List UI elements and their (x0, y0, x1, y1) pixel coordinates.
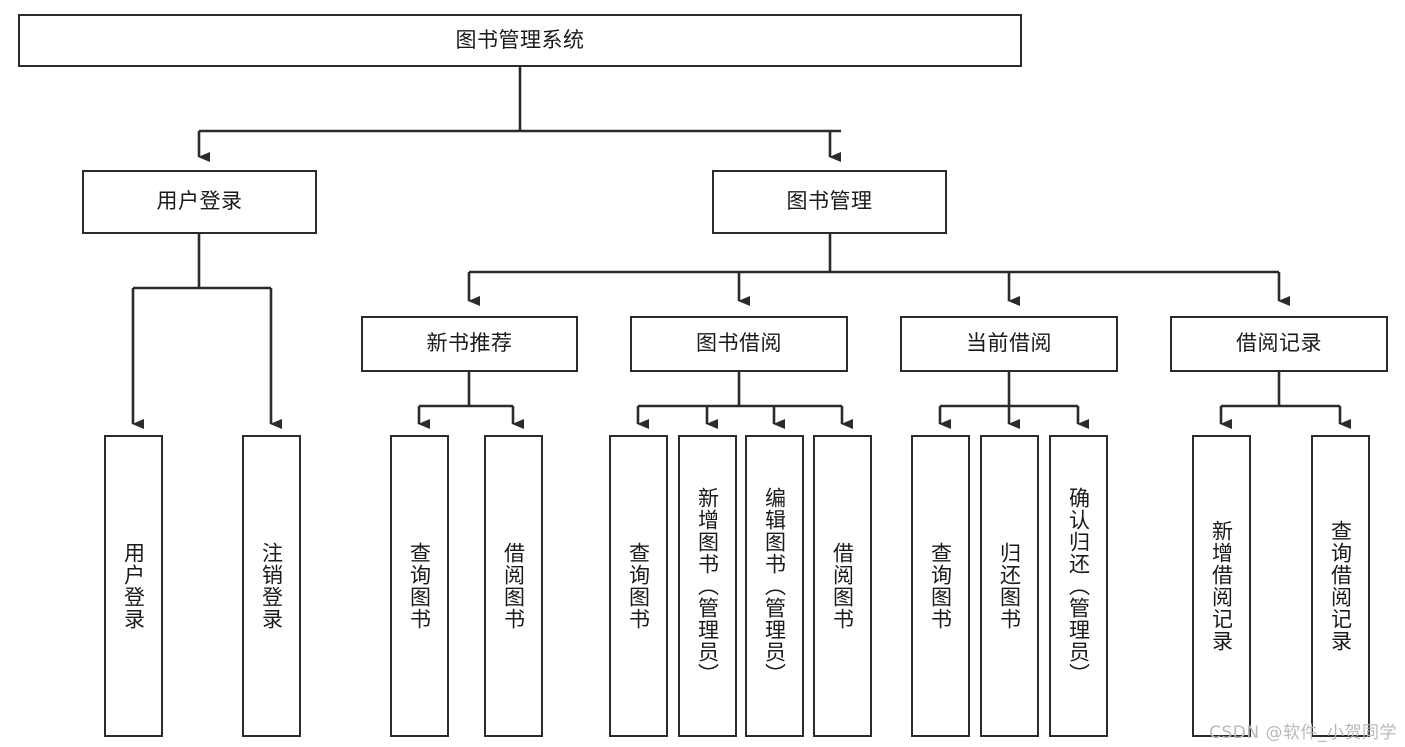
node-leaf-query-book-2[interactable]: 查询图书 (609, 435, 668, 737)
node-borrow-record[interactable]: 借阅记录 (1170, 316, 1388, 372)
node-current-borrow[interactable]: 当前借阅 (900, 316, 1118, 372)
node-leaf-confirm-return-label: 确认归还（管理员） (1066, 487, 1091, 685)
node-leaf-query-book-2-label: 查询图书 (626, 542, 651, 630)
node-leaf-add-record[interactable]: 新增借阅记录 (1192, 435, 1251, 737)
node-current-borrow-label: 当前借阅 (966, 331, 1052, 356)
node-leaf-user-logout-label: 注销登录 (259, 542, 284, 630)
node-leaf-return-book[interactable]: 归还图书 (980, 435, 1039, 737)
node-user-login-label: 用户登录 (156, 189, 243, 214)
node-book-borrow[interactable]: 图书借阅 (630, 316, 848, 372)
node-leaf-return-book-label: 归还图书 (997, 542, 1022, 630)
node-leaf-borrow-book-1-label: 借阅图书 (501, 542, 526, 630)
node-leaf-query-book-3[interactable]: 查询图书 (911, 435, 970, 737)
node-leaf-add-book[interactable]: 新增图书（管理员） (678, 435, 737, 737)
node-leaf-edit-book[interactable]: 编辑图书（管理员） (745, 435, 804, 737)
node-book-manage-label: 图书管理 (786, 189, 873, 214)
node-leaf-add-book-label: 新增图书（管理员） (695, 487, 720, 685)
node-leaf-user-logout[interactable]: 注销登录 (242, 435, 301, 737)
node-leaf-edit-book-label: 编辑图书（管理员） (762, 487, 787, 685)
node-new-book-recommend[interactable]: 新书推荐 (361, 316, 578, 372)
node-leaf-user-login[interactable]: 用户登录 (104, 435, 163, 737)
node-new-book-recommend-label: 新书推荐 (426, 331, 513, 356)
node-root[interactable]: 图书管理系统 (18, 14, 1022, 67)
node-borrow-record-label: 借阅记录 (1236, 331, 1322, 356)
node-leaf-query-book-1-label: 查询图书 (407, 542, 432, 630)
node-leaf-query-book-3-label: 查询图书 (928, 542, 953, 630)
node-book-manage[interactable]: 图书管理 (712, 170, 947, 234)
node-book-borrow-label: 图书借阅 (696, 331, 782, 356)
node-leaf-user-login-label: 用户登录 (121, 542, 146, 630)
watermark: CSDN @软件_小贺同学 (1209, 723, 1397, 743)
node-user-login[interactable]: 用户登录 (82, 170, 317, 234)
node-leaf-confirm-return[interactable]: 确认归还（管理员） (1049, 435, 1108, 737)
node-leaf-add-record-label: 新增借阅记录 (1209, 520, 1234, 652)
node-leaf-query-book-1[interactable]: 查询图书 (390, 435, 449, 737)
node-root-label: 图书管理系统 (455, 27, 585, 52)
node-leaf-borrow-book-2-label: 借阅图书 (830, 542, 855, 630)
node-leaf-query-record-label: 查询借阅记录 (1328, 520, 1353, 652)
node-leaf-query-record[interactable]: 查询借阅记录 (1311, 435, 1370, 737)
node-leaf-borrow-book-2[interactable]: 借阅图书 (813, 435, 872, 737)
node-leaf-borrow-book-1[interactable]: 借阅图书 (484, 435, 543, 737)
